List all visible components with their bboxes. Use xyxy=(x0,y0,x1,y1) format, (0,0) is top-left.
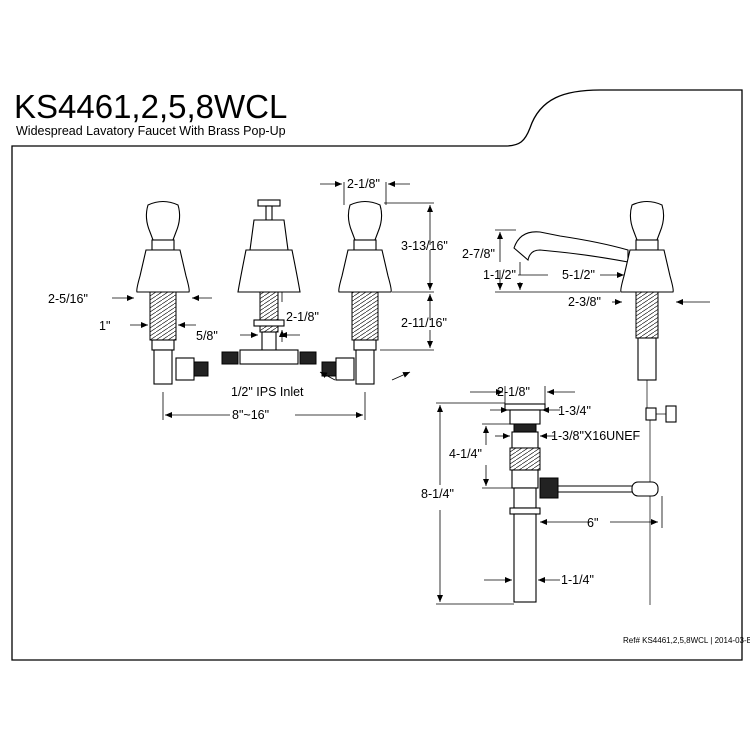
dim-drain-overall: 8-1/4" xyxy=(421,487,454,501)
dim-spout-reach: 5-1/2" xyxy=(562,268,595,282)
dimension-labels: 2-5/16" 1" 5/8" 2-1/8" 2-1/8" 3-13/16" 2… xyxy=(48,177,641,587)
side-view-assembly xyxy=(513,200,677,605)
dimension-lines xyxy=(112,181,710,605)
dim-drain-body: 4-1/4" xyxy=(449,447,482,461)
dim-spout-base: 2-3/8" xyxy=(568,295,601,309)
dim-spout-rise: 1-1/2" xyxy=(483,268,516,282)
model-title: KS4461,2,5,8WCL xyxy=(14,88,287,125)
sheet-frame xyxy=(11,89,743,661)
footer-reference: Ref# KS4461,2,5,8WCL | 2014-03-B xyxy=(623,636,750,645)
dim-pop-up-rod: 6" xyxy=(587,516,598,530)
dim-drain-thread: 1-3/8"X16UNEF xyxy=(551,429,641,443)
dim-center-spread: 8"~16" xyxy=(232,408,269,422)
right-handle-assembly xyxy=(321,200,392,385)
dim-shank-length: 2-11/16" xyxy=(401,316,447,330)
dim-spout-shank-height: 2-1/8" xyxy=(286,310,319,324)
dim-shank-diameter: 1" xyxy=(99,319,110,333)
center-spout-assembly xyxy=(221,199,317,365)
dim-tailpiece: 1-1/4" xyxy=(561,573,594,587)
dim-handle-height: 3-13/16" xyxy=(401,239,448,253)
dim-drain-flange: 2-1/8" xyxy=(497,385,530,399)
dim-inlet: 1/2" IPS Inlet xyxy=(231,385,304,399)
model-description: Widespread Lavatory Faucet With Brass Po… xyxy=(16,124,286,138)
dim-handle-width: 2-1/8" xyxy=(347,177,380,191)
dim-handle-diameter: 2-5/16" xyxy=(48,292,88,306)
dim-drain-top: 1-3/4" xyxy=(558,404,591,418)
left-handle-assembly xyxy=(136,200,209,385)
dim-spout-height: 2-7/8" xyxy=(462,247,495,261)
popup-drain-assembly xyxy=(504,403,659,603)
dim-spout-shank-diameter: 5/8" xyxy=(196,329,218,343)
